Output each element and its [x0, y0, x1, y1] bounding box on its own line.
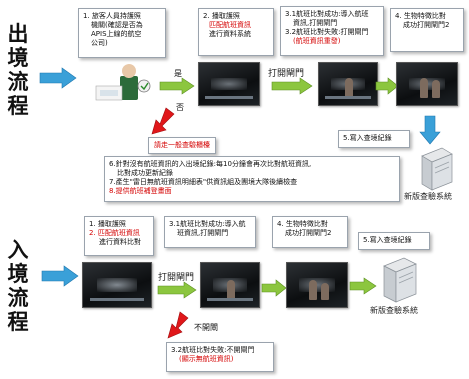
- entry-title-char-3: 流: [7, 285, 29, 310]
- entry-title-char-2: 境: [7, 261, 29, 286]
- photo-figure: [431, 80, 440, 99]
- exit-title-char-3: 流: [7, 69, 29, 94]
- exit-step3-red-text: (航班資訊重發): [293, 37, 341, 45]
- exit-warning-box: 請走一般查驗櫃檯: [148, 137, 216, 154]
- photo-figure: [320, 282, 329, 300]
- entry-step4-text: 生物特徵比對: [285, 220, 328, 228]
- exit-step2-text: 進行資料系統: [209, 30, 251, 38]
- exit-note-red-line: 8.提供航班補登畫面: [109, 187, 172, 195]
- entry-title-char-4: 程: [7, 309, 29, 334]
- officer-icon: [95, 64, 151, 101]
- server-icon: [421, 147, 453, 191]
- entry-fail-label: 不開閘: [194, 323, 218, 332]
- entry-step1-text: 1. 播取護照: [89, 220, 126, 228]
- photo-figure: [419, 78, 428, 99]
- entry-step3-text: 3.1航班比對成功:導入航: [169, 220, 246, 228]
- exit-title-char-4: 程: [7, 93, 29, 118]
- entry-gate-label: 打開閘門: [158, 273, 195, 283]
- exit-gate-label: 打開閘門: [268, 69, 305, 79]
- entry-step4-num: 4.: [277, 220, 284, 228]
- exit-step2-text: 播取護照: [211, 12, 240, 20]
- exit-process-title: 出 境 流 程: [5, 22, 31, 118]
- photo-bar: [206, 297, 254, 301]
- block-arrow-down-icon: [151, 107, 175, 135]
- exit-step3-text: 3.2航班比對失敗:打開閘門: [285, 28, 369, 36]
- entry-step5-text: 5.寫入查境紀錄: [363, 236, 412, 244]
- entry-step1-text: 進行資料比對: [99, 238, 141, 246]
- exit-step1-num: 1.: [83, 12, 90, 20]
- exit-system-caption: 新版查驗系統: [404, 192, 452, 201]
- photo-bar: [205, 96, 253, 100]
- block-arrow-right-icon: [41, 265, 79, 287]
- exit-step2-photo: [198, 62, 260, 106]
- block-arrow-right-icon: [39, 67, 77, 89]
- exit-title-char-1: 出: [7, 21, 29, 46]
- photo-bar: [89, 297, 145, 301]
- entry-fail-box: 3.2航班比對失敗:不開閘門 (顯示無航班資訊): [166, 342, 274, 372]
- exit-step2-red-text: 匹配航班資訊: [209, 21, 251, 29]
- photo-glow: [211, 77, 247, 91]
- exit-step1-text: 機關(確認是否為: [91, 21, 143, 29]
- entry-system-caption: 新版查驗系統: [370, 306, 418, 315]
- exit-step5-box: 5.寫入查境紀錄: [338, 130, 410, 148]
- block-arrow-right-icon: [157, 281, 197, 299]
- entry-step1-red-text: 2. 匹配航班資訊: [89, 229, 140, 237]
- photo-figure: [226, 279, 235, 300]
- exit-note-line: 7.產生"雷日無航班資訊明細表"供資訊組及團境大隊後續檢查: [109, 178, 298, 186]
- entry-step1-box: 1. 播取護照 2. 匹配航班資訊 進行資料比對: [84, 216, 154, 256]
- block-arrow-right-icon: [349, 277, 377, 295]
- exit-step3-text: 3.1航班比對成功:導入航班: [285, 10, 369, 18]
- entry-step3-text: 班資訊,打開閘門: [177, 229, 229, 237]
- entry-fail-red-text: (顯示無航班資訊): [179, 355, 234, 363]
- entry-step4-box: 4. 生物特徵比對 成功打開閘門2: [272, 216, 348, 248]
- entry-step1-photo: [82, 262, 152, 308]
- exit-step1-text: 公司): [91, 39, 108, 47]
- photo-figure: [308, 279, 317, 300]
- entry-step4-line: 4. 生物特徵比對: [277, 220, 343, 229]
- exit-step1-line: 1. 旅客人員持護照: [83, 12, 161, 21]
- block-arrow-down-icon: [419, 115, 441, 145]
- exit-step4-text: 生物特徵比對: [403, 12, 446, 20]
- exit-step1-text: APIS上線的航空: [91, 30, 142, 38]
- block-arrow-right-icon: [271, 77, 313, 95]
- exit-notes-box: 6.針對沒有航班資訊的入出境紀錄:每10分鐘會再次比對航班資訊, 比對成功更新紀…: [104, 156, 400, 202]
- exit-warning-text: 請走一般查驗櫃檯: [154, 141, 210, 149]
- server-icon: [383, 257, 417, 303]
- photo-figure: [344, 78, 353, 99]
- photo-glow: [299, 278, 335, 292]
- entry-step5-box: 5.寫入查境紀錄: [358, 232, 430, 250]
- exit-step4-text: 成功打開閘門2: [403, 21, 450, 29]
- exit-step4-line: 4. 生物特徵比對: [395, 12, 459, 21]
- exit-step3-text: 資訊,打開閘門: [293, 19, 338, 27]
- exit-step3-photo: [318, 62, 378, 106]
- entry-title-char-1: 入: [7, 237, 29, 262]
- exit-step3-box: 3.1航班比對成功:導入航班 資訊,打開閘門 3.2航班比對失敗:打開閘門 (航…: [280, 6, 384, 56]
- exit-title-char-2: 境: [7, 45, 29, 70]
- exit-note-line: 比對成功更新紀錄: [117, 169, 173, 177]
- entry-step3-photo: [200, 262, 260, 308]
- photo-glow: [96, 278, 138, 292]
- exit-step1-box: 1. 旅客人員持護照 機關(確認是否為 APIS上線的航空 公司): [78, 8, 166, 58]
- entry-step3-box: 3.1航班比對成功:導入航 班資訊,打開閘門: [164, 216, 256, 248]
- block-arrow-right-icon: [375, 77, 399, 95]
- entry-process-title: 入 境 流 程: [5, 238, 31, 334]
- exit-note-line: 6.針對沒有航班資訊的入出境紀錄:每10分鐘會再次比對航班資訊,: [109, 160, 312, 168]
- block-arrow-right-icon: [261, 279, 287, 297]
- exit-step1-text: 旅客人員持護照: [91, 12, 141, 20]
- entry-step4-photo: [286, 262, 348, 308]
- entry-step4-text: 成功打開閘門2: [285, 229, 332, 237]
- block-arrow-right-icon: [159, 77, 195, 95]
- exit-step2-line: 2. 播取護照: [203, 12, 269, 21]
- exit-step4-box: 4. 生物特徵比對 成功打開閘門2: [390, 8, 464, 52]
- entry-fail-text: 3.2航班比對失敗:不開閘門: [171, 346, 255, 354]
- exit-yes-label: 是: [174, 69, 182, 78]
- exit-step4-photo: [396, 62, 458, 106]
- photo-bar: [324, 96, 372, 100]
- exit-step4-num: 4.: [395, 12, 402, 20]
- exit-step5-text: 5.寫入查境紀錄: [343, 134, 392, 142]
- exit-step2-num: 2.: [203, 12, 210, 20]
- block-arrow-down-icon: [167, 311, 189, 339]
- exit-no-label: 否: [176, 103, 184, 112]
- exit-step2-box: 2. 播取護照 匹配航班資訊 進行資料系統: [198, 8, 274, 56]
